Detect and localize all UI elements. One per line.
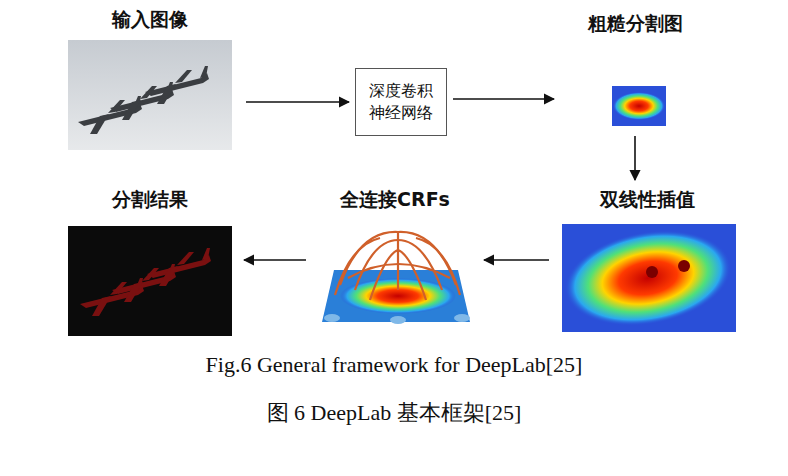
image-panel: 分割结果 (62, 186, 238, 338)
panel-heading: 粗糙分割图 (560, 10, 710, 36)
box-label: 深度卷积 神经网络 (367, 80, 434, 124)
panel-heading: 分割结果 (62, 186, 238, 212)
flow-arrow (634, 136, 636, 180)
panel-heading: 双线性插值 (555, 186, 740, 212)
flow-arrow (453, 98, 554, 100)
flow-arrow (244, 259, 306, 261)
panel-heading: 输入图像 (60, 6, 240, 32)
coarse-heatmap (612, 86, 666, 126)
flow-arrow (246, 101, 349, 103)
process-box: 深度卷积 神经网络 (355, 68, 447, 136)
figure-caption: Fig.6 General framework for DeepLab[25] (0, 352, 788, 378)
image-panel: 双线性插值 (555, 186, 740, 334)
segmentation-output (68, 226, 232, 336)
panel-heading: 全连接CRFs (312, 186, 478, 212)
upsampled-heatmap (557, 218, 738, 338)
crf-illustration (322, 232, 470, 324)
figure-caption-cn: 图 6 DeepLab 基本框架[25] (0, 398, 788, 428)
image-panel: 粗糙分割图 (560, 10, 710, 130)
image-panel: 输入图像 (60, 6, 240, 154)
image-panel: 全连接CRFs (312, 186, 478, 334)
flow-arrow (484, 259, 549, 261)
input-photo (68, 40, 232, 150)
